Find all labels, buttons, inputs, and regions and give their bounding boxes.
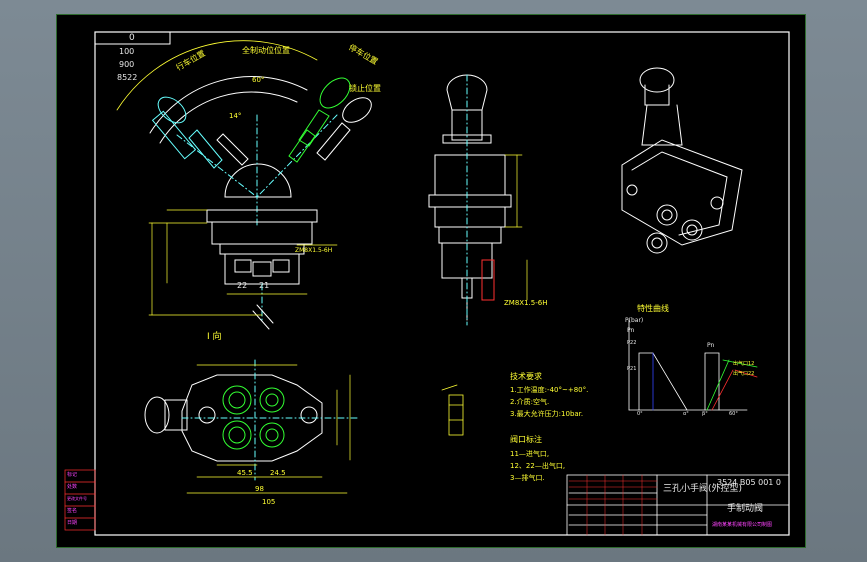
port-heading: 阀口标注 (510, 435, 542, 444)
dim-angle-14: 14° (229, 112, 242, 120)
port-line-1: 11—进气口, (510, 450, 550, 458)
rev-col-5: 日期 (67, 520, 78, 526)
dim-98: 98 (255, 485, 264, 493)
stack-3: 8522 (117, 73, 138, 82)
graph-tick-p21: P21 (627, 366, 637, 372)
dim-22: 22 (237, 281, 248, 290)
tech-line-3: 3.最大允许压力:10bar. (510, 410, 584, 418)
tech-heading: 技术要求 (510, 372, 542, 381)
stack-1: 100 (119, 47, 135, 56)
rev-col-3: 更改文件号 (67, 496, 87, 501)
revision-table (64, 469, 96, 531)
bottom-view (144, 359, 358, 494)
section-label: I 向 (207, 332, 222, 342)
part-name: 手制动阀 (727, 504, 764, 514)
detail-view (441, 384, 464, 436)
graph-x-a: α° (683, 411, 689, 417)
graph-legend-22: 出气口22 (733, 371, 755, 377)
dim-thread-side: ZM8X1.5-6H (504, 299, 548, 307)
rev-col-1: 标记 (67, 472, 78, 478)
graph-tick-p22: P22 (627, 340, 637, 346)
drawing-title: 三孔小手阀(外控型) (663, 484, 743, 494)
graph-tick-pn: Pn (627, 327, 635, 334)
characteristic-graph (628, 319, 758, 411)
rev-col-4: 签名 (67, 508, 78, 514)
dim-45-5: 45.5 (237, 469, 253, 477)
dim-angle-60: 60° (252, 76, 265, 84)
graph-x-60: 60° (729, 411, 738, 417)
dim-105: 105 (262, 498, 276, 506)
drawing-number: 3524 B05 001 0 (717, 478, 782, 487)
revision-number: 0 (129, 33, 135, 43)
stack-2: 900 (119, 60, 135, 69)
graph-y-label: P(bar) (625, 317, 644, 324)
port-line-3: 3—排气口. (510, 474, 545, 482)
graph-legend-12: 出气口12 (733, 361, 755, 367)
dim-24-5: 24.5 (270, 469, 286, 477)
cad-drawing (64, 31, 790, 536)
rev-col-2: 处数 (67, 484, 78, 490)
side-view (428, 74, 528, 326)
title-block-lines (566, 474, 790, 536)
port-line-2: 12、22—出气口, (510, 462, 566, 470)
graph-x-b: β° (702, 411, 708, 417)
graph-x-0: 0° (637, 411, 643, 417)
isometric-view (621, 67, 743, 254)
drawing-sheet: 0 100 900 8522 行车位置 全制动位位置 停车位置 锁止位置 60°… (56, 14, 806, 548)
dim-21: 21 (259, 281, 270, 290)
graph-p-label: Pn (707, 342, 715, 349)
label-full-brake: 全制动位位置 (242, 46, 290, 55)
graph-title: 特性曲线 (637, 304, 669, 313)
front-view (116, 40, 372, 330)
dim-thread-left: ZM8X1.5-6H (295, 247, 333, 254)
company-name: 湖南某某机械有限公司制图 (712, 522, 773, 528)
label-lock: 锁止位置 (349, 84, 381, 93)
tech-line-2: 2.介质:空气. (510, 398, 550, 406)
tech-line-1: 1.工作温度:-40°~+80°. (510, 386, 589, 394)
